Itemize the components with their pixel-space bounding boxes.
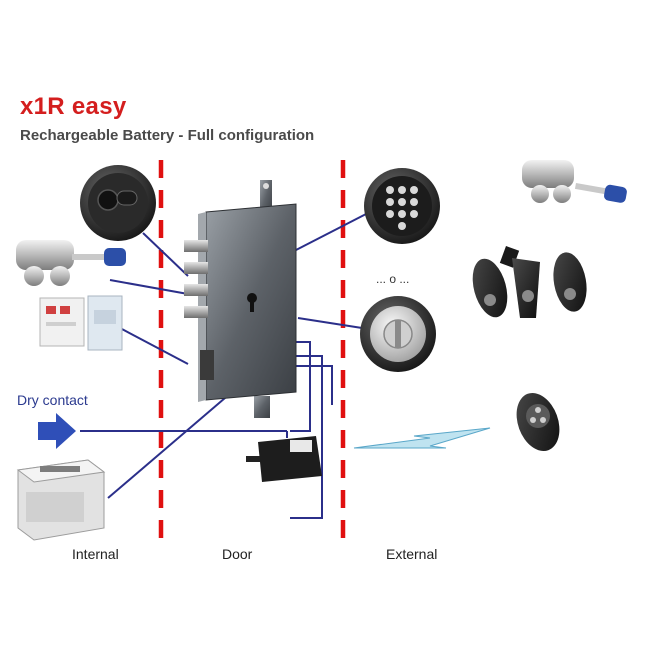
key-fob-remotes-icon bbox=[472, 246, 587, 318]
din-control-unit-icon bbox=[16, 459, 106, 541]
page-title: x1R easy bbox=[20, 93, 127, 120]
zone-label-internal: Internal bbox=[72, 546, 119, 562]
zone-label-external: External bbox=[386, 546, 438, 562]
wireless-signal-icon bbox=[353, 427, 491, 449]
dry-contact-label: Dry contact bbox=[17, 392, 88, 408]
battery-pack-icon bbox=[246, 436, 322, 482]
digital-keypad-icon bbox=[364, 168, 440, 244]
dry-contact-arrow-icon bbox=[38, 413, 76, 449]
round-handle-knob-icon bbox=[360, 296, 436, 372]
or-separator: ... o ... bbox=[376, 272, 410, 286]
page-subtitle: Rechargeable Battery - Full configuratio… bbox=[20, 127, 315, 144]
key-cylinder-icon bbox=[522, 160, 627, 203]
connection-wires bbox=[80, 212, 369, 519]
key-cylinder-icon bbox=[16, 240, 126, 286]
zone-label-door: Door bbox=[222, 546, 253, 562]
round-rosette-reader-icon bbox=[80, 165, 156, 241]
din-rail-modules-icon bbox=[39, 295, 123, 351]
three-button-remote-icon bbox=[516, 392, 560, 452]
mortise-lock-body-icon bbox=[184, 180, 297, 418]
